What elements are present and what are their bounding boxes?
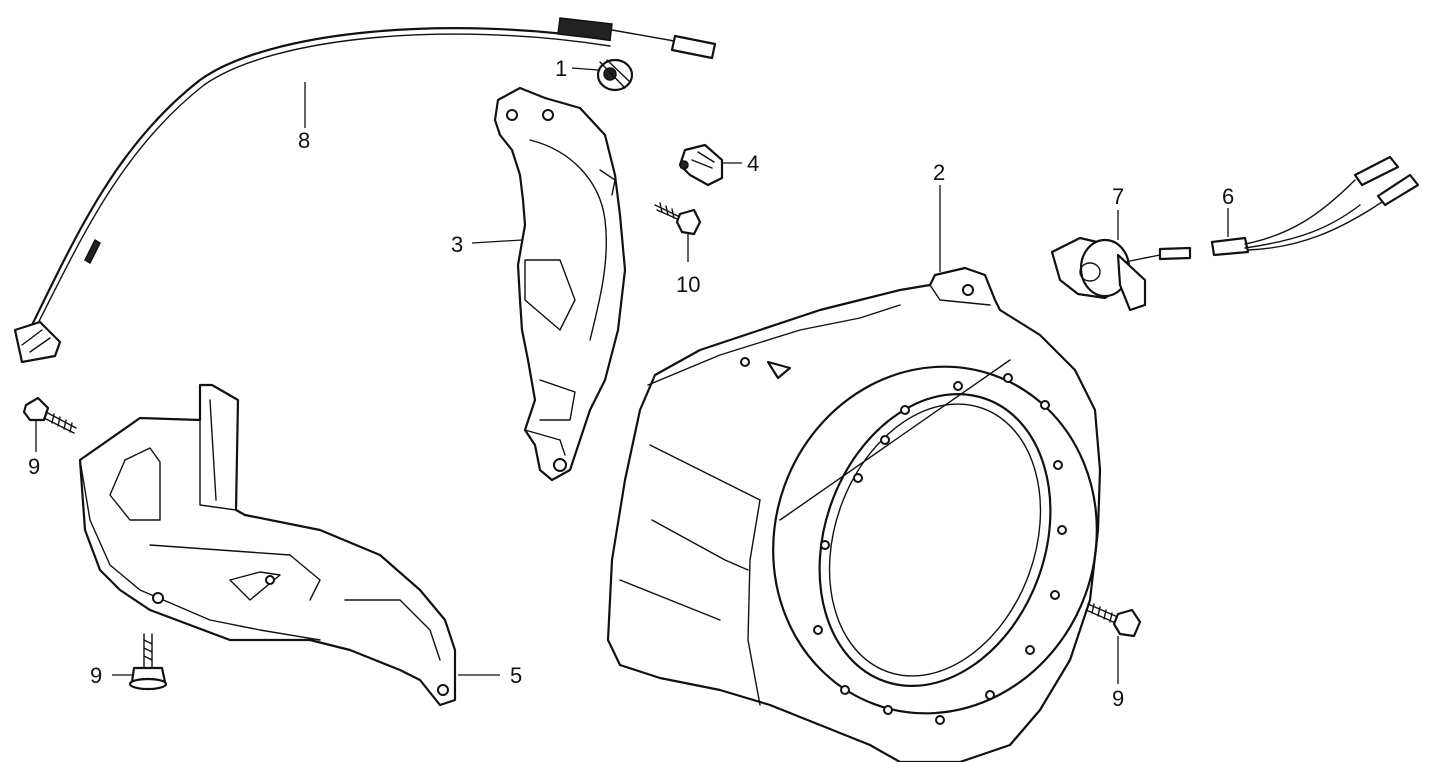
part-9-bolt-a[interactable] [22,396,77,434]
part-4-clip[interactable] [678,143,724,187]
part-9-bolt-c[interactable] [1085,603,1142,638]
callout-4: 4 [747,151,759,176]
part-8-cable[interactable] [13,17,717,364]
part-10-bolt[interactable] [654,202,702,236]
leader-1 [571,67,599,71]
callout-9-bottom: 9 [90,663,102,688]
callout-1: 1 [555,56,567,81]
part-9-bolt-b[interactable] [128,633,168,691]
part-7-switch[interactable] [1050,236,1192,312]
callout-10: 10 [676,272,700,297]
part-2-fan-cover[interactable] [606,266,1145,762]
part-6-wire[interactable] [1210,155,1420,257]
leader-3 [471,239,523,244]
callout-6: 6 [1222,184,1234,209]
callout-9-left: 9 [28,454,40,479]
part-3-shroud-plate[interactable] [493,86,627,482]
callout-7: 7 [1112,184,1124,209]
part-5-lower-guard[interactable] [78,383,457,707]
callout-8: 8 [298,128,310,153]
callout-3: 3 [451,232,463,257]
callout-9-right: 9 [1112,686,1124,711]
part-1-grommet[interactable] [596,58,634,92]
callout-2: 2 [933,160,945,185]
callout-5: 5 [510,663,522,688]
